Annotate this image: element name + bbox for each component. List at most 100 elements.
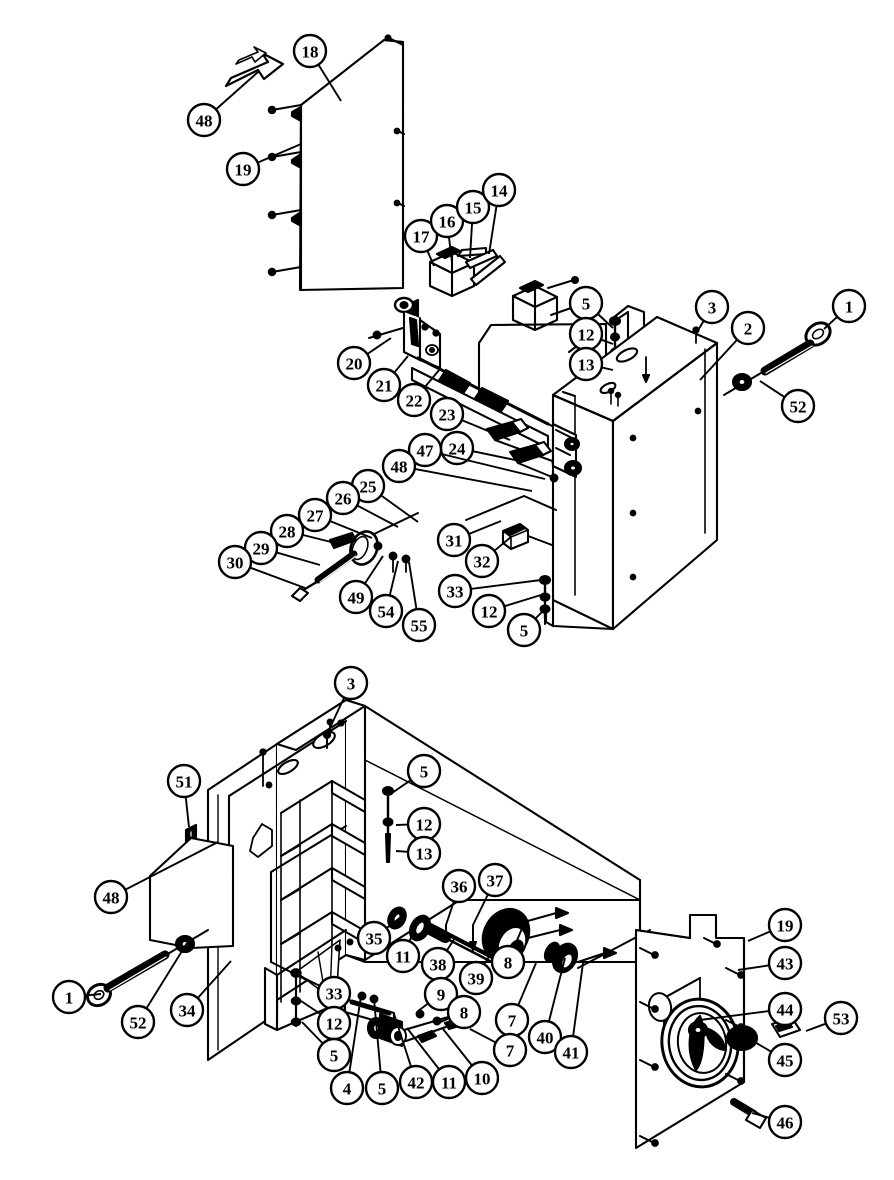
callout-leader [534, 607, 547, 620]
callout-number: 16 [439, 213, 456, 232]
callout-number: 12 [481, 603, 498, 622]
callout-leader [737, 964, 770, 971]
callout-circle [225, 151, 261, 187]
callout-leader [348, 995, 362, 1073]
side-plate-bosses [551, 422, 583, 479]
callout-leader [380, 494, 419, 523]
callout-circle [243, 530, 279, 566]
callout-number: 22 [406, 392, 423, 411]
callout-circle [436, 522, 472, 558]
callout-circle [364, 1070, 400, 1106]
callout-leader [329, 520, 373, 539]
callout-circle [429, 396, 465, 432]
callout-leader [366, 337, 392, 355]
switch-body-17 [428, 245, 476, 298]
callout-circle [396, 382, 432, 418]
callout-48: 48 [186, 71, 259, 138]
callout-circle [429, 203, 465, 239]
callout-leader [699, 339, 738, 381]
callout-leader [435, 1017, 450, 1025]
callout-circle [458, 960, 494, 996]
callout-30: 30 [217, 544, 306, 589]
callout-number: 20 [346, 355, 363, 374]
callout-number: 13 [578, 356, 595, 375]
callout-leader [751, 1112, 770, 1119]
callout-27: 27 [297, 497, 373, 539]
callout-leader [326, 697, 346, 735]
callout-1: 1 [823, 288, 867, 330]
callout-52: 52 [120, 942, 188, 1040]
callout-leader [356, 504, 399, 528]
arrow-symbol-48 [224, 46, 285, 88]
callout-circle [406, 753, 442, 789]
callout-leader [601, 366, 614, 371]
knob-rod-assembly [290, 512, 419, 603]
callout-leader [302, 533, 340, 545]
callout-circle [437, 573, 473, 609]
callout-5: 5 [506, 607, 547, 648]
callout-53: 53 [805, 1000, 859, 1036]
callout-circle [767, 945, 803, 981]
callout-13: 13 [395, 835, 442, 871]
callout-circle [407, 432, 443, 468]
callout-leader [747, 930, 771, 942]
callout-leader [391, 779, 412, 794]
callout-leader [493, 536, 512, 552]
callout-leader [145, 942, 188, 1009]
callout-number: 17 [413, 228, 431, 247]
callout-number: 51 [176, 773, 193, 792]
callout-leader [301, 1021, 324, 1045]
callout-number: 12 [326, 1015, 343, 1034]
callout-circle [471, 593, 507, 629]
callout-circle [338, 579, 374, 615]
callout-leader [276, 551, 321, 566]
callout-20: 20 [336, 337, 392, 381]
callout-5: 5 [364, 998, 400, 1106]
callout-number: 5 [582, 295, 591, 314]
callout-number: 11 [395, 948, 411, 967]
callout-33: 33 [437, 573, 542, 609]
callout-circle [767, 907, 803, 943]
callout-circle [292, 33, 328, 69]
callout-leader [513, 925, 524, 948]
callout-10: 10 [442, 1028, 500, 1096]
callout-number: 40 [537, 1029, 554, 1048]
callout-leader [445, 900, 455, 926]
callout-circle [477, 862, 513, 898]
callout-35: 35 [356, 916, 402, 956]
callout-54: 54 [368, 560, 404, 629]
callout-39: 39 [458, 929, 506, 996]
callout-9: 9 [417, 976, 459, 1012]
callout-leader [759, 380, 786, 398]
callout-number: 52 [790, 398, 807, 417]
callout-5: 5 [301, 1021, 352, 1073]
callout-number: 52 [130, 1014, 147, 1033]
callout-number: 15 [465, 199, 482, 218]
callout-number: 7 [508, 1012, 517, 1031]
callout-number: 36 [451, 878, 468, 897]
callout-circle [423, 976, 459, 1012]
callout-number: 13 [416, 845, 433, 864]
callout-number: 35 [366, 930, 383, 949]
callout-13: 13 [568, 346, 614, 382]
callout-leader [373, 998, 382, 1073]
callout-42: 42 [393, 1013, 434, 1100]
callout-leader [572, 962, 584, 1037]
callout-number: 25 [360, 478, 377, 497]
callout-circle [333, 665, 369, 701]
callout-52: 52 [759, 380, 816, 424]
callout-leader [417, 1002, 429, 1012]
callout-leader [84, 993, 102, 997]
callout-circle [51, 979, 87, 1015]
callout-number: 10 [474, 1070, 491, 1089]
callout-leader [445, 937, 456, 952]
callout-51: 51 [166, 763, 202, 828]
callout-16: 16 [429, 203, 465, 263]
callout-circle [464, 543, 500, 579]
callout-number: 23 [439, 406, 456, 425]
gearbox-housing [206, 698, 642, 1062]
callout-circle [431, 1064, 467, 1100]
callout-circle [366, 367, 402, 403]
callout-circle [385, 938, 421, 974]
